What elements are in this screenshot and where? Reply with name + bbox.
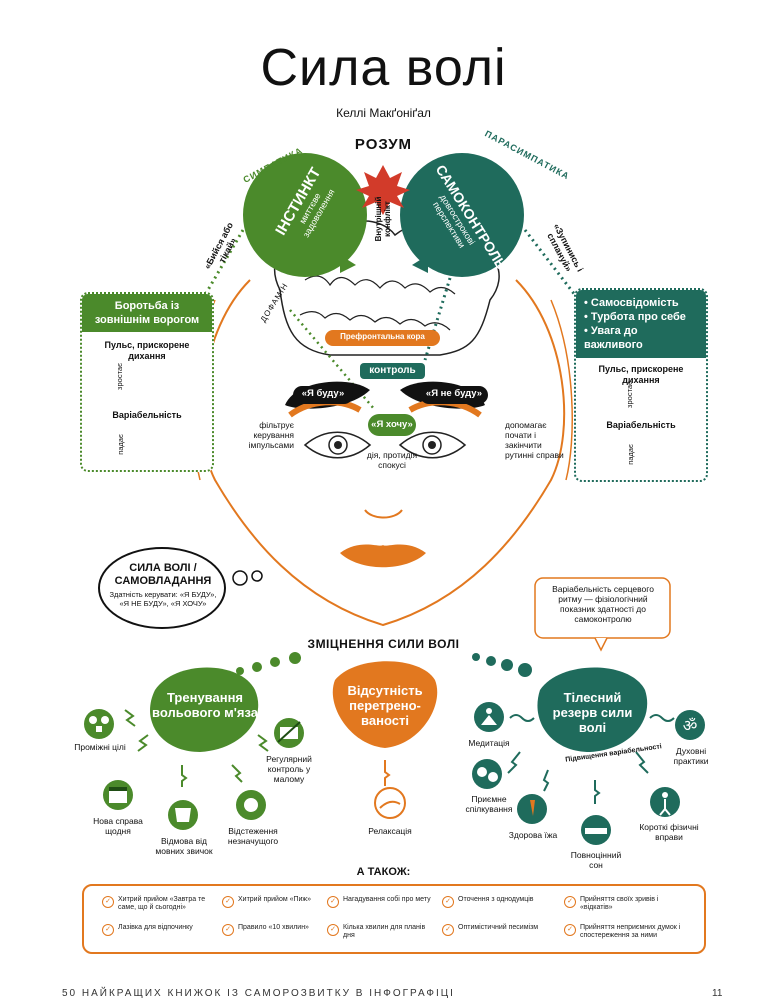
also-item: Лазівка для відпочинку [118,924,193,931]
also-item: Оточення з однодумців [458,896,534,903]
i-want-label: «Я хочу» [371,419,413,430]
body-reserve-blob-label: Тілесний резерв сили волі [552,690,633,735]
exercise-icon [650,787,680,817]
falls-label: падає [115,434,125,455]
no-overload-blob-label: Відсутність перетрено-ваності [347,683,423,728]
check-icon: ✓ [327,896,339,908]
check-icon: ✓ [442,896,454,908]
check-icon: ✓ [564,896,576,908]
bubble-title: СИЛА ВОЛІ / САМОВЛАДАННЯ [114,562,212,587]
also-heading: А ТАКОЖ: [356,866,411,878]
check-icon: ✓ [564,924,576,936]
footer-text: 50 НАЙКРАЩИХ КНИЖОК ІЗ САМОРОЗВИТКУ В ІН… [62,988,455,999]
also-item: Прийняття своїх зривів і «відкатів» [580,896,659,911]
filters-note: фільтрує керування імпульсами [248,420,294,450]
pulse-label: Пульс, прискорене дихання [104,340,190,361]
helps-note: допомагає почати і закінчити рутинні спр… [505,420,564,460]
spiritual-icon: ॐ [675,710,705,740]
strengthen-item: Духовні практики [673,746,709,766]
also-item: Прийняття неприємних думок і спостережен… [580,924,681,939]
strengthen-item: Релаксація [368,826,412,836]
author: Келлі Макґоніґал [336,106,431,120]
check-icon: ✓ [442,924,454,936]
prefrontal-label: Префронтальна кора [340,332,425,341]
strengthen-item: Здорова їжа [508,830,558,840]
sympathetic-box-header: Боротьба із зовнішнім ворогом [82,294,212,332]
strengthen-item: Короткі фізичні вправи [639,822,699,842]
check-icon: ✓ [222,924,234,936]
pulse-label: Пульс, прискорене дихання [598,364,684,385]
strengthen-item: Повноцінний сон [570,850,622,870]
relaxation-icon [374,787,406,819]
also-item: Хитрий прийом «Завтра те саме, що й сьог… [118,896,206,911]
calendar-icon [103,780,133,810]
control-label: контроль [369,365,416,376]
also-item: Нагадування собі про мету [343,896,431,903]
svg-text:ॐ: ॐ [683,716,698,735]
focus-item: • Самосвідомість [584,297,679,309]
check-icon: ✓ [102,896,114,908]
sleep-icon [581,815,611,845]
strengthen-item: Регулярний контроль у малому [266,754,312,784]
strengthen-item: Відстеження незначущого [227,826,279,846]
variability-label: Варіабельність [606,420,676,430]
inner-conflict-label: Внутрішній конфлікт [374,196,392,242]
healthy-food-icon [517,794,547,824]
action-note: дія, протидія спокусі [366,450,418,470]
also-item: Оптимістичний песимізм [458,924,539,931]
strengthen-item: Медитація [468,738,510,748]
also-item: Кілька хвилин для планів дня [343,924,426,939]
page-title: Сила волі [260,39,507,97]
variability-label: Варіабельність [112,410,182,420]
speech-habit-icon [168,800,198,830]
strengthen-item: Нова справа щодня [93,816,143,836]
control-icon [274,718,304,748]
communication-icon [472,759,502,789]
check-icon: ✓ [222,896,234,908]
focus-item: • Турбота про себе [584,311,686,323]
milestones-icon [84,709,114,739]
rises-label: зростає [114,363,124,390]
also-item: Хитрий прийом «Пиж» [238,896,312,903]
focus-item: • Увага до важливого [584,325,643,351]
willpower-bubble: СИЛА ВОЛІ / САМОВЛАДАННЯ Здатність керув… [104,562,222,608]
meditation-icon [474,702,504,732]
strengthen-item: Приємне спілкування [465,794,513,814]
i-wont-label: «Я не буду» [425,388,483,399]
check-icon: ✓ [327,924,339,936]
tracking-icon [236,790,266,820]
muscle-blob-label: Тренування вольового м'яза [152,690,258,720]
hrv-note: Варіабельність серцевого ритму — фізіоло… [552,584,654,624]
mind-label: РОЗУМ [354,136,413,153]
sympathetic-box: Боротьба із зовнішнім ворогом Пульс, при… [80,292,214,472]
i-will-label: «Я буду» [301,388,345,399]
rises-label: зростає [624,381,634,408]
also-item: Правило «10 хвилин» [238,924,309,931]
strengthening-heading: ЗМІЦНЕННЯ СИЛИ ВОЛІ [307,637,460,651]
falls-label: падає [625,444,635,465]
parasympathetic-box-header: • Самосвідомість • Турбота про себе • Ув… [576,290,706,358]
strengthen-item: Відмова від мовних звичок [155,836,213,856]
parasympathetic-box: • Самосвідомість • Турбота про себе • Ув… [574,288,708,482]
strengthen-item: Проміжні цілі [74,742,126,752]
bubble-text: Здатність керувати: «Я БУДУ», «Я НЕ БУДУ… [109,590,217,608]
check-icon: ✓ [102,924,114,936]
page-number: 11 [712,988,723,999]
also-box: ✓ Хитрий прийом «Завтра те саме, що й сь… [82,884,706,954]
